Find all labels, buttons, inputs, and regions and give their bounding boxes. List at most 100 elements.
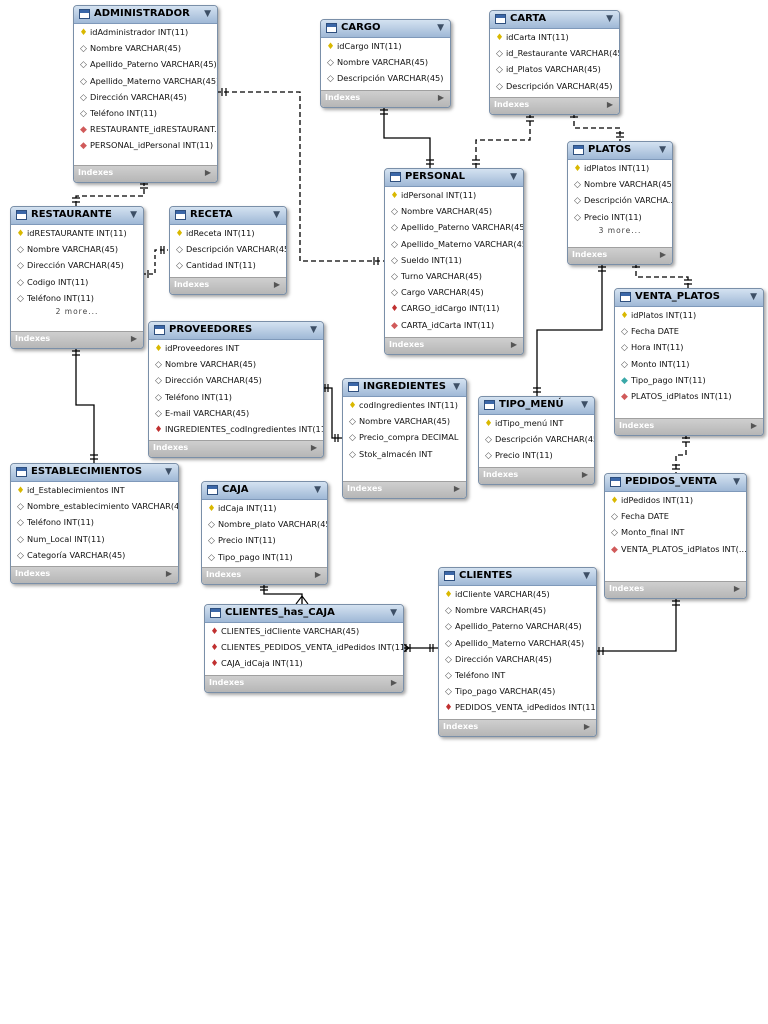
collapse-arrow-icon[interactable]: ▼	[659, 145, 666, 155]
indexes-footer[interactable]: Indexes▶	[202, 567, 327, 584]
indexes-footer[interactable]: Indexes▶	[321, 90, 450, 107]
expand-arrow-icon[interactable]: ▶	[437, 93, 444, 102]
table-clientes-has-caja[interactable]: CLIENTES_has_CAJA▼♦CLIENTES_idCliente VA…	[204, 604, 404, 693]
collapse-arrow-icon[interactable]: ▼	[310, 325, 317, 335]
collapse-arrow-icon[interactable]: ▼	[273, 210, 280, 220]
column-icon: ◇	[445, 654, 452, 665]
table-header[interactable]: ADMINISTRADOR▼	[74, 6, 217, 24]
indexes-footer[interactable]: Indexes▶	[74, 165, 217, 182]
column-icon: ◇	[485, 451, 492, 462]
column-label: id_Establecimientos INT	[27, 485, 125, 495]
expand-arrow-icon[interactable]: ▶	[606, 100, 613, 109]
expand-arrow-icon[interactable]: ▶	[583, 722, 590, 731]
expand-arrow-icon[interactable]: ▶	[314, 570, 321, 579]
table-tipo-menu[interactable]: TIPO_MENÚ▼♦idTipo_menú INT◇Descripción V…	[478, 396, 595, 485]
table-header[interactable]: PROVEEDORES▼	[149, 322, 323, 340]
table-header[interactable]: INGREDIENTES▼	[343, 379, 466, 397]
indexes-footer[interactable]: Indexes▶	[605, 581, 746, 598]
collapse-arrow-icon[interactable]: ▼	[581, 400, 588, 410]
column-icon: ◇	[445, 606, 452, 617]
indexes-footer[interactable]: Indexes▶	[343, 481, 466, 498]
expand-arrow-icon[interactable]: ▶	[750, 421, 757, 430]
collapse-arrow-icon[interactable]: ▼	[437, 23, 444, 33]
indexes-footer[interactable]: Indexes ▶	[490, 97, 619, 114]
table-header[interactable]: VENTA_PLATOS▼	[615, 289, 763, 307]
collapse-arrow-icon[interactable]: ▼	[510, 172, 517, 182]
collapse-arrow-icon[interactable]: ▼	[204, 9, 211, 19]
table-pedidos-venta[interactable]: PEDIDOS_VENTA▼♦idPedidos INT(11)◇Fecha D…	[604, 473, 747, 599]
column-row: ◇Descripción VARCHAR(45)	[479, 431, 594, 447]
foreign-key-column-icon: ◆	[80, 125, 87, 136]
collapse-arrow-icon[interactable]: ▼	[314, 485, 321, 495]
table-establecimientos[interactable]: ESTABLECIMIENTOS▼♦id_Establecimientos IN…	[10, 463, 179, 584]
table-venta-platos[interactable]: VENTA_PLATOS▼♦idPlatos INT(11)◇Fecha DAT…	[614, 288, 764, 436]
table-carta[interactable]: CARTA▼♦idCarta INT(11)◇id_Restaurante VA…	[489, 10, 620, 115]
table-restaurante[interactable]: RESTAURANTE▼♦idRESTAURANTE INT(11)◇Nombr…	[10, 206, 144, 349]
column-icon: ◇	[80, 76, 87, 87]
collapse-arrow-icon[interactable]: ▼	[165, 467, 172, 477]
column-icon: ◇	[208, 552, 215, 563]
column-row: ◇Teléfono INT(11)	[149, 389, 323, 405]
table-header[interactable]: PEDIDOS_VENTA▼	[605, 474, 746, 492]
indexes-footer[interactable]: Indexes▶	[439, 719, 596, 736]
indexes-footer[interactable]: Indexes▶	[149, 440, 323, 457]
expand-arrow-icon[interactable]: ▶	[733, 584, 740, 593]
more-columns-label[interactable]: 2 more...	[55, 306, 99, 316]
expand-arrow-icon[interactable]: ▶	[165, 569, 172, 578]
expand-arrow-icon[interactable]: ▶	[204, 168, 211, 177]
expand-arrow-icon[interactable]: ▶	[310, 443, 317, 452]
indexes-label: Indexes	[619, 421, 655, 430]
table-header[interactable]: TIPO_MENÚ▼	[479, 397, 594, 415]
indexes-footer[interactable]: Indexes▶	[11, 331, 143, 348]
expand-arrow-icon[interactable]: ▶	[130, 334, 137, 343]
table-header[interactable]: ESTABLECIMIENTOS▼	[11, 464, 178, 482]
table-ingredientes[interactable]: INGREDIENTES▼♦codIngredientes INT(11)◇No…	[342, 378, 467, 499]
table-header[interactable]: CLIENTES▼	[439, 568, 596, 586]
table-header[interactable]: RESTAURANTE▼	[11, 207, 143, 225]
collapse-arrow-icon[interactable]: ▼	[733, 477, 740, 487]
expand-arrow-icon[interactable]: ▶	[390, 678, 397, 687]
foreign-key-icon: ♦	[444, 703, 453, 714]
column-label: id_Platos VARCHAR(45)	[506, 64, 601, 75]
table-header[interactable]: PLATOS▼	[568, 142, 672, 160]
column-label: idCargo INT(11)	[337, 41, 402, 51]
table-caja[interactable]: CAJA▼♦idCaja INT(11)◇Nombre_plato VARCHA…	[201, 481, 328, 585]
expand-arrow-icon[interactable]: ▶	[273, 280, 280, 289]
indexes-footer[interactable]: Indexes▶	[385, 337, 523, 354]
table-clientes[interactable]: CLIENTES▼♦idCliente VARCHAR(45)◇Nombre V…	[438, 567, 597, 737]
more-columns-label[interactable]: 3 more...	[598, 225, 642, 235]
collapse-arrow-icon[interactable]: ▼	[750, 292, 757, 302]
table-header[interactable]: CARTA▼	[490, 11, 619, 29]
table-header[interactable]: CAJA▼	[202, 482, 327, 500]
indexes-footer[interactable]: Indexes▶	[205, 675, 403, 692]
table-header[interactable]: CLIENTES_has_CAJA▼	[205, 605, 403, 623]
collapse-arrow-icon[interactable]: ▼	[130, 210, 137, 220]
table-cargo[interactable]: CARGO▼♦idCargo INT(11)◇Nombre VARCHAR(45…	[320, 19, 451, 108]
indexes-footer[interactable]: Indexes▶	[170, 277, 286, 294]
table-header[interactable]: CARGO▼	[321, 20, 450, 38]
table-receta[interactable]: RECETA▼♦idReceta INT(11)◇Descripción VAR…	[169, 206, 287, 295]
table-header[interactable]: RECETA▼	[170, 207, 286, 225]
column-label: Teléfono INT(11)	[27, 517, 94, 528]
collapse-arrow-icon[interactable]: ▼	[583, 571, 590, 581]
collapse-arrow-icon[interactable]: ▼	[453, 382, 460, 392]
foreign-key-icon: ♦	[210, 627, 219, 637]
expand-arrow-icon[interactable]: ▶	[453, 484, 460, 493]
table-administrador[interactable]: ADMINISTRADOR▼♦idAdministrador INT(11)◇N…	[73, 5, 218, 183]
collapse-arrow-icon[interactable]: ▼	[390, 608, 397, 618]
table-proveedores[interactable]: PROVEEDORES▼♦idProveedores INT◇Nombre VA…	[148, 321, 324, 458]
indexes-footer[interactable]: Indexes▶	[479, 467, 594, 484]
column-label: Nombre VARCHAR(45)	[165, 359, 257, 370]
column-icon: ◇	[391, 255, 398, 266]
expand-arrow-icon[interactable]: ▶	[581, 470, 588, 479]
indexes-label: Indexes	[494, 100, 530, 109]
table-header[interactable]: PERSONAL▼	[385, 169, 523, 187]
expand-arrow-icon[interactable]: ▶	[659, 250, 666, 259]
indexes-footer[interactable]: Indexes▶	[568, 247, 672, 264]
table-platos[interactable]: PLATOS▼♦idPlatos INT(11)◇Nombre VARCHAR(…	[567, 141, 673, 265]
table-personal[interactable]: PERSONAL▼♦idPersonal INT(11)◇Nombre VARC…	[384, 168, 524, 355]
collapse-arrow-icon[interactable]: ▼	[606, 14, 613, 24]
indexes-footer[interactable]: Indexes▶	[11, 566, 178, 583]
indexes-footer[interactable]: Indexes ▶	[615, 418, 763, 435]
expand-arrow-icon[interactable]: ▶	[510, 340, 517, 349]
